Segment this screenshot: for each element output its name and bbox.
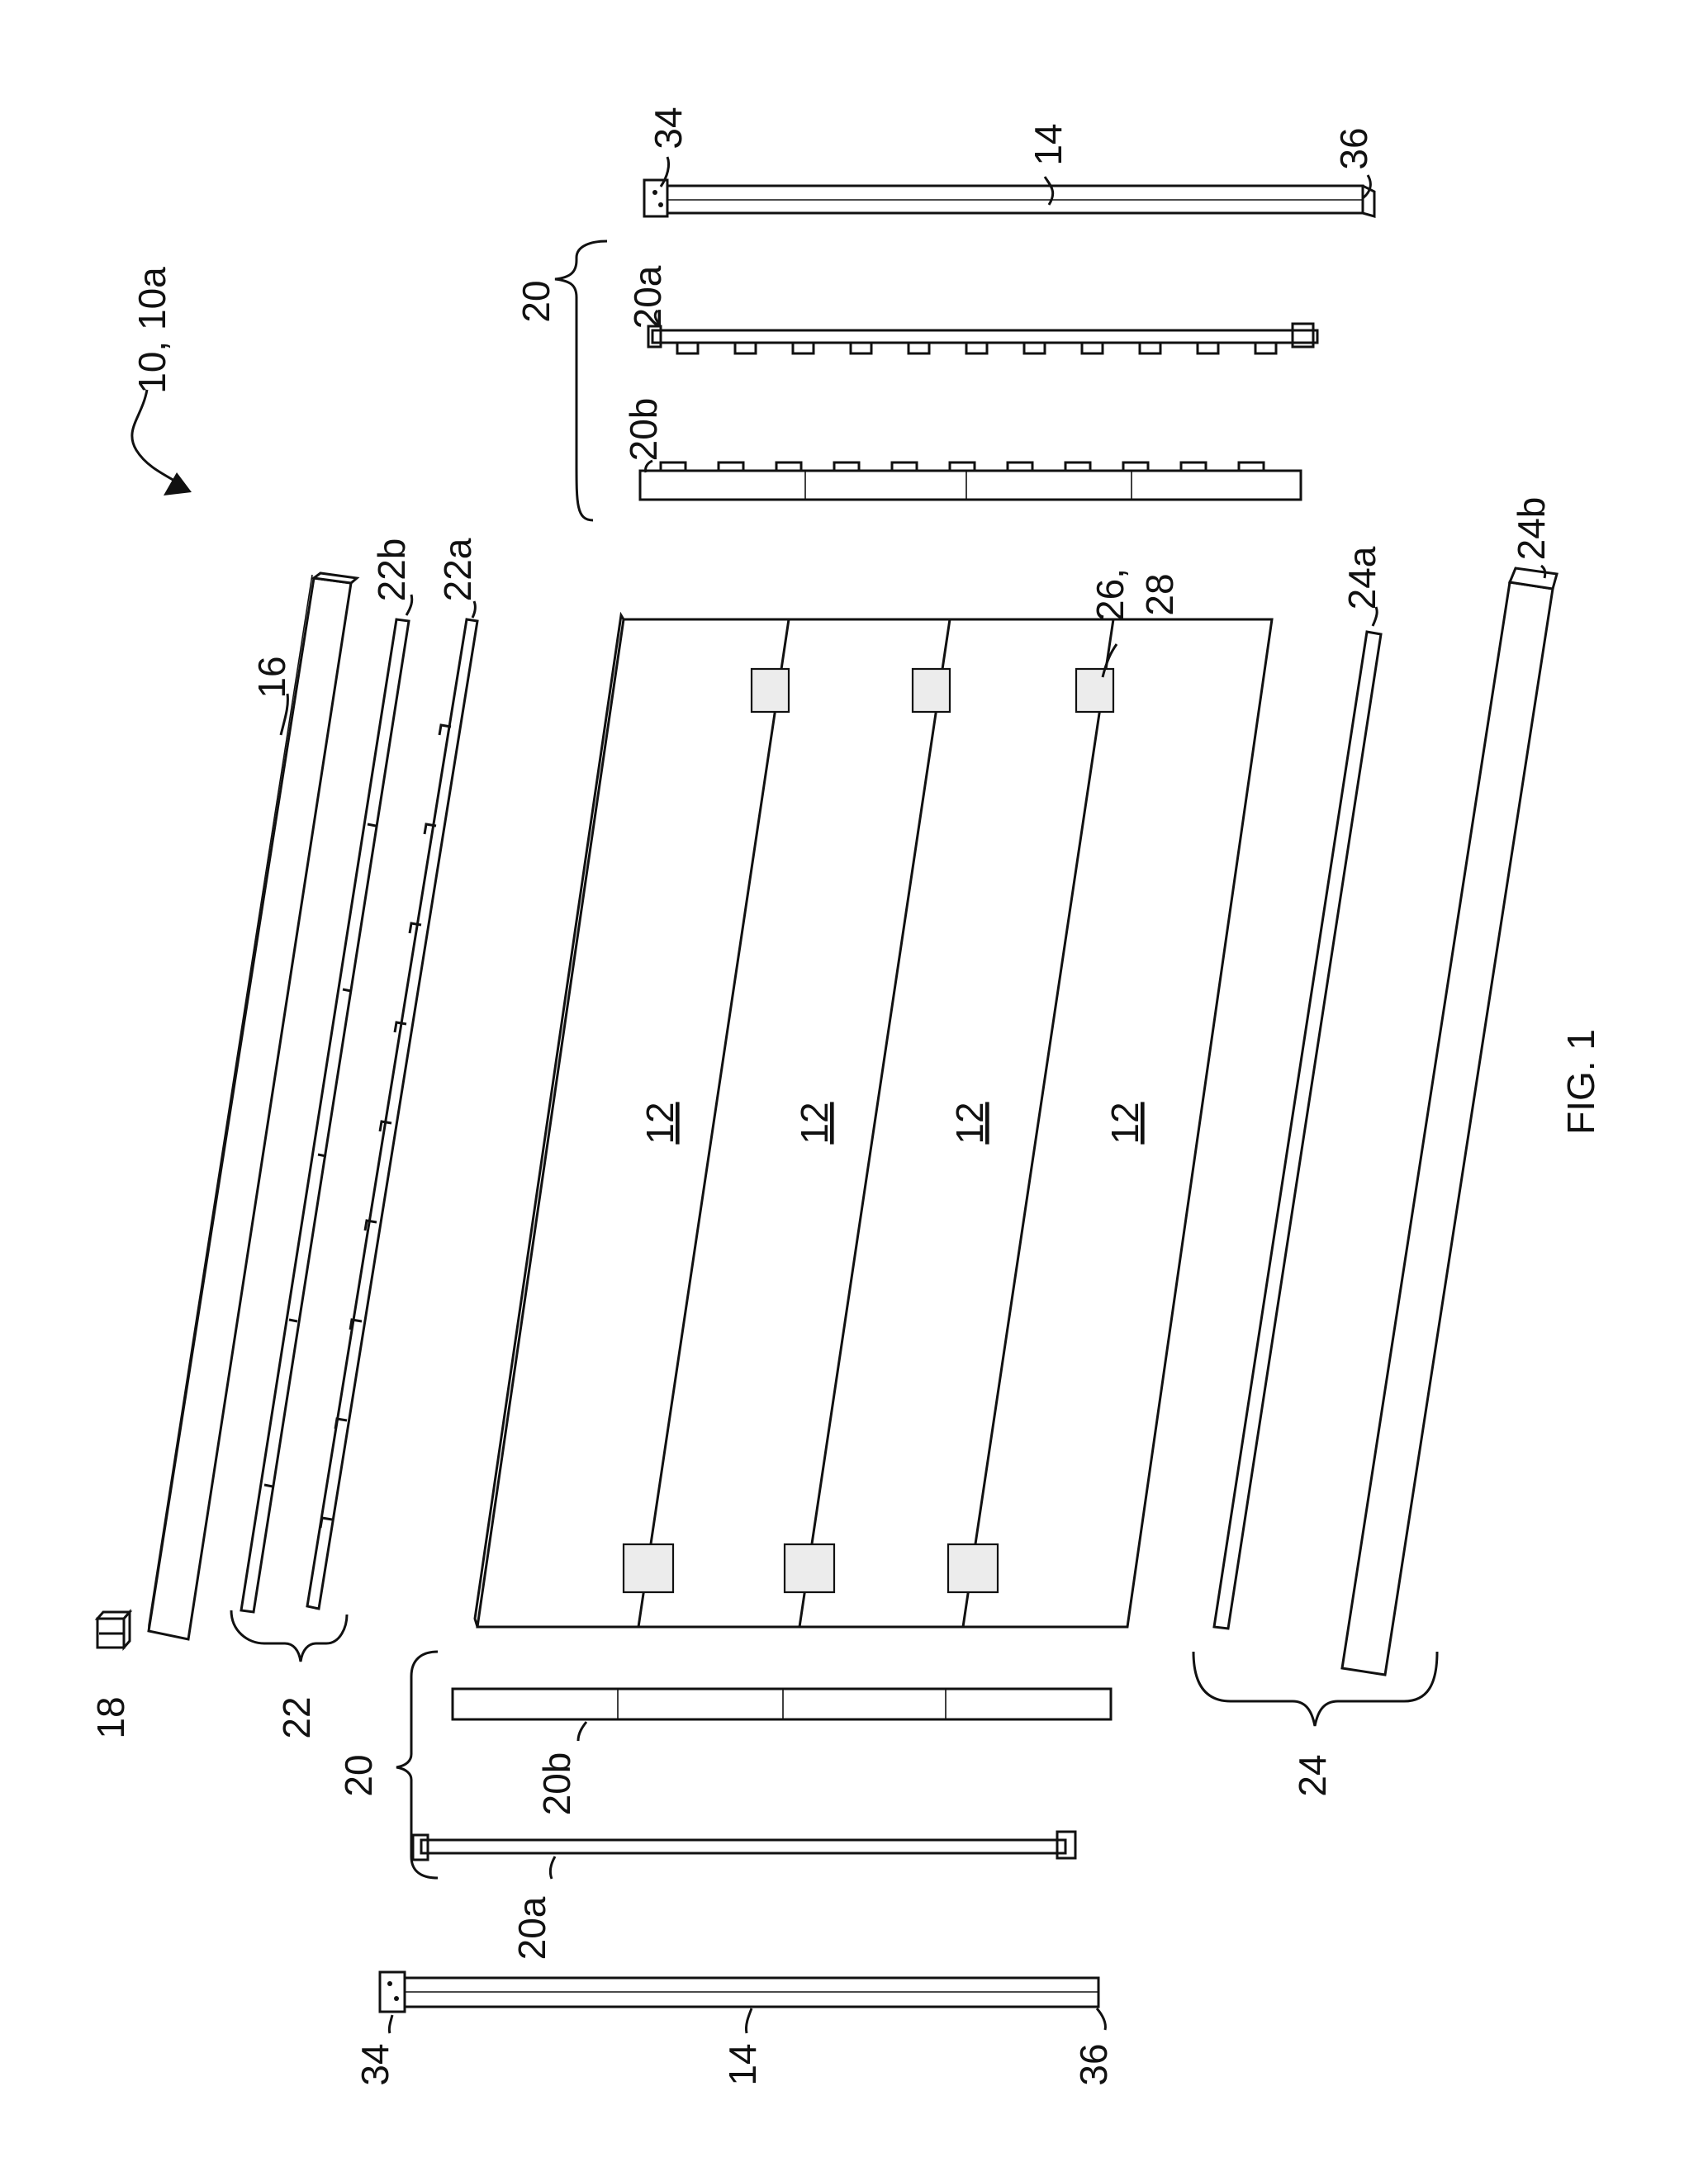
label-panel-4: 12 <box>1103 1102 1146 1144</box>
hinge-connector <box>948 1544 998 1592</box>
label-top-channel-b: 22b <box>370 538 413 602</box>
label-channel-a-right: 20a <box>626 265 669 329</box>
label-post-cap: 18 <box>89 1696 132 1738</box>
label-bottom-channel-b: 24b <box>1510 497 1553 561</box>
label-connector-line1: 26, <box>1089 568 1132 621</box>
hinge-connector <box>785 1544 834 1592</box>
post-left <box>380 1972 1098 2012</box>
label-connector-line2: 28 <box>1138 573 1181 615</box>
label-post-right: 14 <box>1027 123 1070 165</box>
brace-20-right <box>555 241 607 520</box>
label-panel-2: 12 <box>793 1102 836 1144</box>
channel-right-20a <box>648 324 1317 353</box>
brace-24 <box>1193 1652 1437 1726</box>
hinge-connector <box>624 1544 673 1592</box>
label-top-channel-set: 22 <box>275 1696 318 1738</box>
channel-right-20b <box>640 462 1301 500</box>
label-bottom-channel-set: 24 <box>1291 1754 1334 1796</box>
label-assembly: 10, 10a <box>130 267 173 394</box>
hinge-connector <box>1076 669 1113 712</box>
label-channel-a-left: 20a <box>510 1896 553 1960</box>
panel-array <box>475 615 1272 1627</box>
label-channel-b-right: 20b <box>622 398 665 462</box>
label-post-top-left: 34 <box>353 2043 396 2085</box>
post-left-top-block <box>380 1972 405 2012</box>
label-panel-1: 12 <box>638 1102 681 1144</box>
post-cap-18 <box>97 1612 130 1648</box>
post-right-top-block <box>644 180 667 216</box>
label-post-bottom-right: 36 <box>1332 127 1375 169</box>
label-top-channel-a: 22a <box>436 538 479 601</box>
label-bottom-channel-a: 24a <box>1340 546 1383 609</box>
label-channel-set-right: 20 <box>515 280 557 322</box>
label-channel-set-left: 20 <box>337 1754 380 1796</box>
hinge-connector <box>913 669 950 712</box>
brace-22 <box>231 1610 347 1662</box>
post-right <box>644 180 1374 216</box>
label-post-left: 14 <box>721 2043 764 2085</box>
label-channel-b-left: 20b <box>535 1752 578 1816</box>
bottom-channel-24b <box>1342 568 1557 1675</box>
channel-left-20b <box>453 1689 1111 1719</box>
assembly-arrow <box>132 390 186 487</box>
label-post-bottom-left: 36 <box>1072 2043 1115 2085</box>
label-caption: FIG. 1 <box>1559 1029 1602 1135</box>
label-post-top-right: 34 <box>647 107 690 149</box>
label-top-rail: 16 <box>250 656 293 698</box>
hinge-connector <box>752 669 789 712</box>
channel-left-20a <box>413 1832 1075 1860</box>
label-panel-3: 12 <box>948 1102 991 1144</box>
